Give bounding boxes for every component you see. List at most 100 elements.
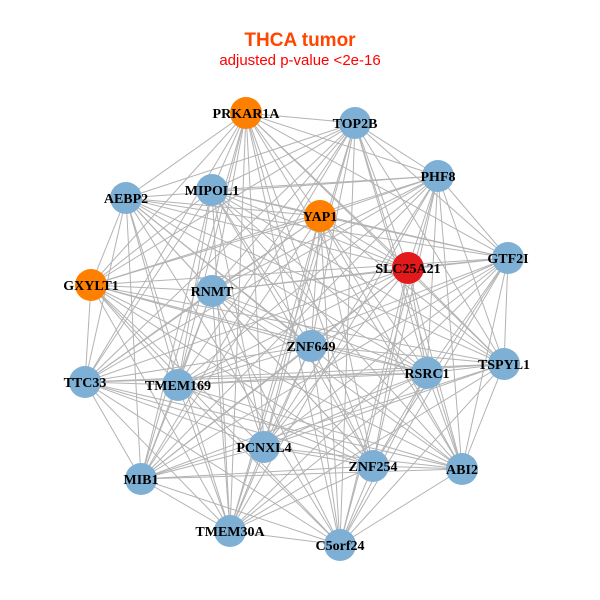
edge [211,290,341,546]
node-label: PCNXL4 [236,441,291,456]
edge [310,257,509,347]
edge [245,112,321,217]
edge [140,478,341,546]
edge [140,345,312,480]
edge [125,197,231,532]
edge [84,345,312,383]
edge [84,189,213,383]
node-label: PHF8 [421,170,456,185]
edge [177,372,428,386]
edge [90,284,505,365]
edge [90,175,439,286]
node-label: AEBP2 [104,192,148,207]
node-label: TTC33 [64,376,107,391]
edge [319,215,428,374]
edge [177,363,505,386]
edge [339,363,505,546]
edge [140,372,428,480]
edge [310,345,341,546]
edge [211,257,509,292]
edge [263,446,374,467]
edge [245,112,509,259]
edge [229,530,341,546]
edge [84,381,265,448]
edge [140,446,265,480]
edge [319,215,409,269]
edge [372,267,409,467]
edge [229,465,374,532]
edge [140,384,179,480]
edge [177,384,463,470]
edge [84,381,142,480]
node-label: MIPOL1 [185,184,239,199]
edge [140,122,356,480]
edge [125,122,356,199]
edge [84,381,231,532]
node-label: GTF2I [487,252,528,267]
edge [229,112,247,532]
edge [177,384,341,546]
edge [84,290,213,383]
node-ttc33 [69,366,101,398]
edge [140,189,213,480]
figure-title: THCA tumor [244,30,356,51]
edge [125,197,179,386]
node-znf649 [295,330,327,362]
node-prkar1a [230,97,262,129]
node-slc25a21 [392,252,424,284]
edge [354,122,428,374]
node-yap1 [304,200,336,232]
edge [84,381,341,546]
edge [211,290,463,470]
edge [263,372,428,448]
node-mib1 [125,463,157,495]
edge [177,384,374,467]
edge [84,372,428,383]
edge [426,257,509,374]
edge [177,189,213,386]
edge [90,112,247,286]
edge [319,215,341,546]
edge [245,112,265,448]
edge [263,363,505,448]
edge [177,384,231,532]
edge [437,175,509,259]
edge [90,284,231,532]
node-label: RSRC1 [404,367,449,382]
node-tmem30a [214,515,246,547]
edge [84,175,439,383]
edge [319,215,374,467]
edge [90,284,341,546]
edge [211,290,374,467]
edge [407,267,428,374]
edge [319,215,509,259]
edge [125,197,409,269]
edge [211,189,409,269]
edge [339,468,463,546]
node-label: GXYLT1 [63,279,119,294]
edge [211,112,247,292]
node-label: SLC25A21 [375,262,440,277]
node-rnmt [196,275,228,307]
edge [339,175,439,546]
edge [140,363,505,480]
edge [211,189,265,448]
edge [310,345,505,365]
edge [426,175,439,374]
edge [140,257,509,480]
node-znf254 [357,450,389,482]
edge [90,284,179,386]
edge [263,122,356,448]
edge [84,381,374,467]
edge [211,290,428,374]
edge [437,175,463,470]
edge [90,189,213,286]
edge [125,112,247,199]
edge [90,215,321,286]
edge [461,257,509,470]
edge [245,112,463,470]
edge [211,189,505,365]
node-abi2 [446,453,478,485]
